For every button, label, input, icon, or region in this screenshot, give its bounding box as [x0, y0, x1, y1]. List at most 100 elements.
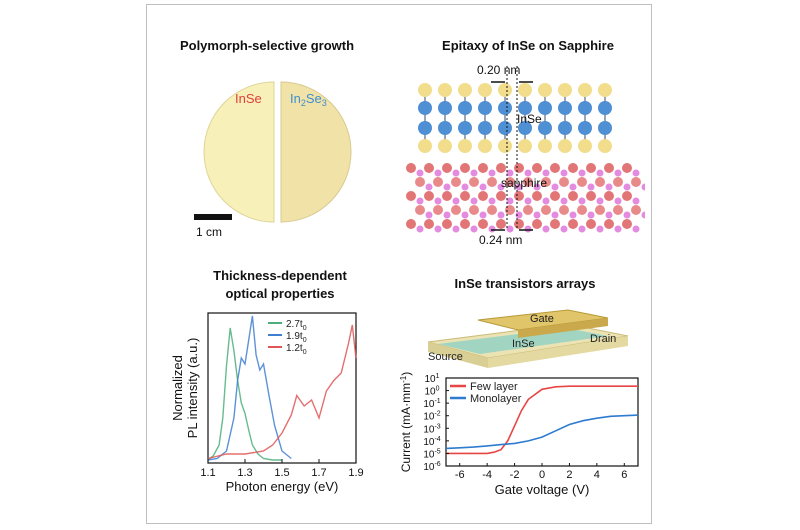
al-atom [622, 219, 632, 229]
bottom-spacing-label: 0.24 nm [479, 233, 522, 247]
se-atom-top [438, 83, 452, 97]
o-atom [416, 169, 424, 177]
in-atom-lower [598, 121, 612, 135]
insE-layer-label: InSe [517, 112, 542, 126]
al-atom [433, 205, 443, 215]
o-atom [461, 211, 469, 219]
iv-y-tick-label-0: 101 [424, 373, 439, 385]
pl-x-tick-label-4: 1.9 [348, 467, 363, 479]
iv-y-axis-label: Current (mA·mm-1) [399, 372, 413, 472]
al-atom [613, 205, 623, 215]
iv-x-tick-label-3: 0 [539, 469, 545, 481]
o-atom [578, 197, 586, 205]
se-atom-top [498, 83, 512, 97]
o-atom [488, 169, 496, 177]
se-atom-bottom [418, 139, 432, 153]
substrate-front [488, 336, 628, 368]
iv-x-tick-label-2: -2 [510, 469, 520, 481]
al-atom [424, 163, 434, 173]
al-atom [451, 205, 461, 215]
se-atom-bottom [558, 139, 572, 153]
o-atom [515, 183, 523, 191]
al-atom [631, 205, 641, 215]
al-atom [487, 177, 497, 187]
pl-series-line-1 [207, 315, 292, 461]
pl-x-tick-label-1: 1.3 [237, 467, 252, 479]
epitaxy-illustration: 0.20 nm InSe sapphire 0.24 nm [406, 63, 645, 247]
al-atom [622, 163, 632, 173]
al-atom [550, 191, 560, 201]
pl-legend-label-0: 2.7t0 [286, 319, 307, 332]
pl-legend-label-1: 1.9t0 [286, 331, 307, 344]
al-atom [532, 191, 542, 201]
o-atom [578, 169, 586, 177]
iv-x-axis-label: Gate voltage (V) [495, 482, 590, 497]
iv-x-tick-label-4: 2 [566, 469, 572, 481]
iv-y-tick-label-1: 100 [424, 386, 439, 398]
al-atom [442, 219, 452, 229]
o-atom [452, 197, 460, 205]
al-atom [514, 219, 524, 229]
al-atom [514, 191, 524, 201]
in-atom-lower [438, 121, 452, 135]
al-atom [514, 163, 524, 173]
in-atom-lower [418, 121, 432, 135]
in-atom-lower [458, 121, 472, 135]
se-atom-top [478, 83, 492, 97]
al-atom [568, 163, 578, 173]
o-atom [416, 197, 424, 205]
al-atom [595, 177, 605, 187]
al-atom [478, 191, 488, 201]
al-atom [406, 219, 416, 229]
o-atom [497, 211, 505, 219]
se-atom-top [418, 83, 432, 97]
in-atom-lower [498, 121, 512, 135]
in-atom-upper [418, 101, 432, 115]
al-atom [532, 219, 542, 229]
o-atom [434, 225, 442, 233]
se-atom-top [458, 83, 472, 97]
al-atom [496, 219, 506, 229]
insE-wafer-half [203, 81, 275, 223]
iv-x-tick-label-0: -6 [455, 469, 465, 481]
se-atom-top [518, 83, 532, 97]
se-atom-bottom [598, 139, 612, 153]
al-atom [523, 205, 533, 215]
o-atom [461, 183, 469, 191]
se-atom-bottom [498, 139, 512, 153]
in-atom-lower [558, 121, 572, 135]
o-atom [596, 197, 604, 205]
al-atom [568, 219, 578, 229]
o-atom [542, 197, 550, 205]
al-atom [469, 177, 479, 187]
o-atom [524, 197, 532, 205]
scale-label: 1 cm [196, 225, 222, 239]
al-atom [478, 163, 488, 173]
al-atom [559, 177, 569, 187]
se-atom-top [538, 83, 552, 97]
se-atom-bottom [478, 139, 492, 153]
iv-y-tick-label-6: 10-5 [423, 448, 440, 460]
o-atom [515, 211, 523, 219]
o-atom [506, 169, 514, 177]
insE-label: InSe [235, 91, 262, 106]
top-spacing-label: 0.20 nm [477, 63, 520, 77]
iv-series-line-1 [445, 414, 639, 450]
optical-title-line2: optical properties [225, 286, 335, 301]
in-atom-upper [578, 101, 592, 115]
pl-x-tick-label-2: 1.5 [274, 467, 289, 479]
o-atom [524, 169, 532, 177]
o-atom [551, 211, 559, 219]
o-atom [578, 225, 586, 233]
in-atom-lower [578, 121, 592, 135]
o-atom [452, 225, 460, 233]
o-atom [479, 183, 487, 191]
al-atom [433, 177, 443, 187]
al-atom [595, 205, 605, 215]
al-atom [586, 163, 596, 173]
al-atom [460, 163, 470, 173]
o-atom [560, 197, 568, 205]
sapphire-label: sapphire [501, 176, 547, 190]
iv-x-tick-label-1: -4 [482, 469, 492, 481]
